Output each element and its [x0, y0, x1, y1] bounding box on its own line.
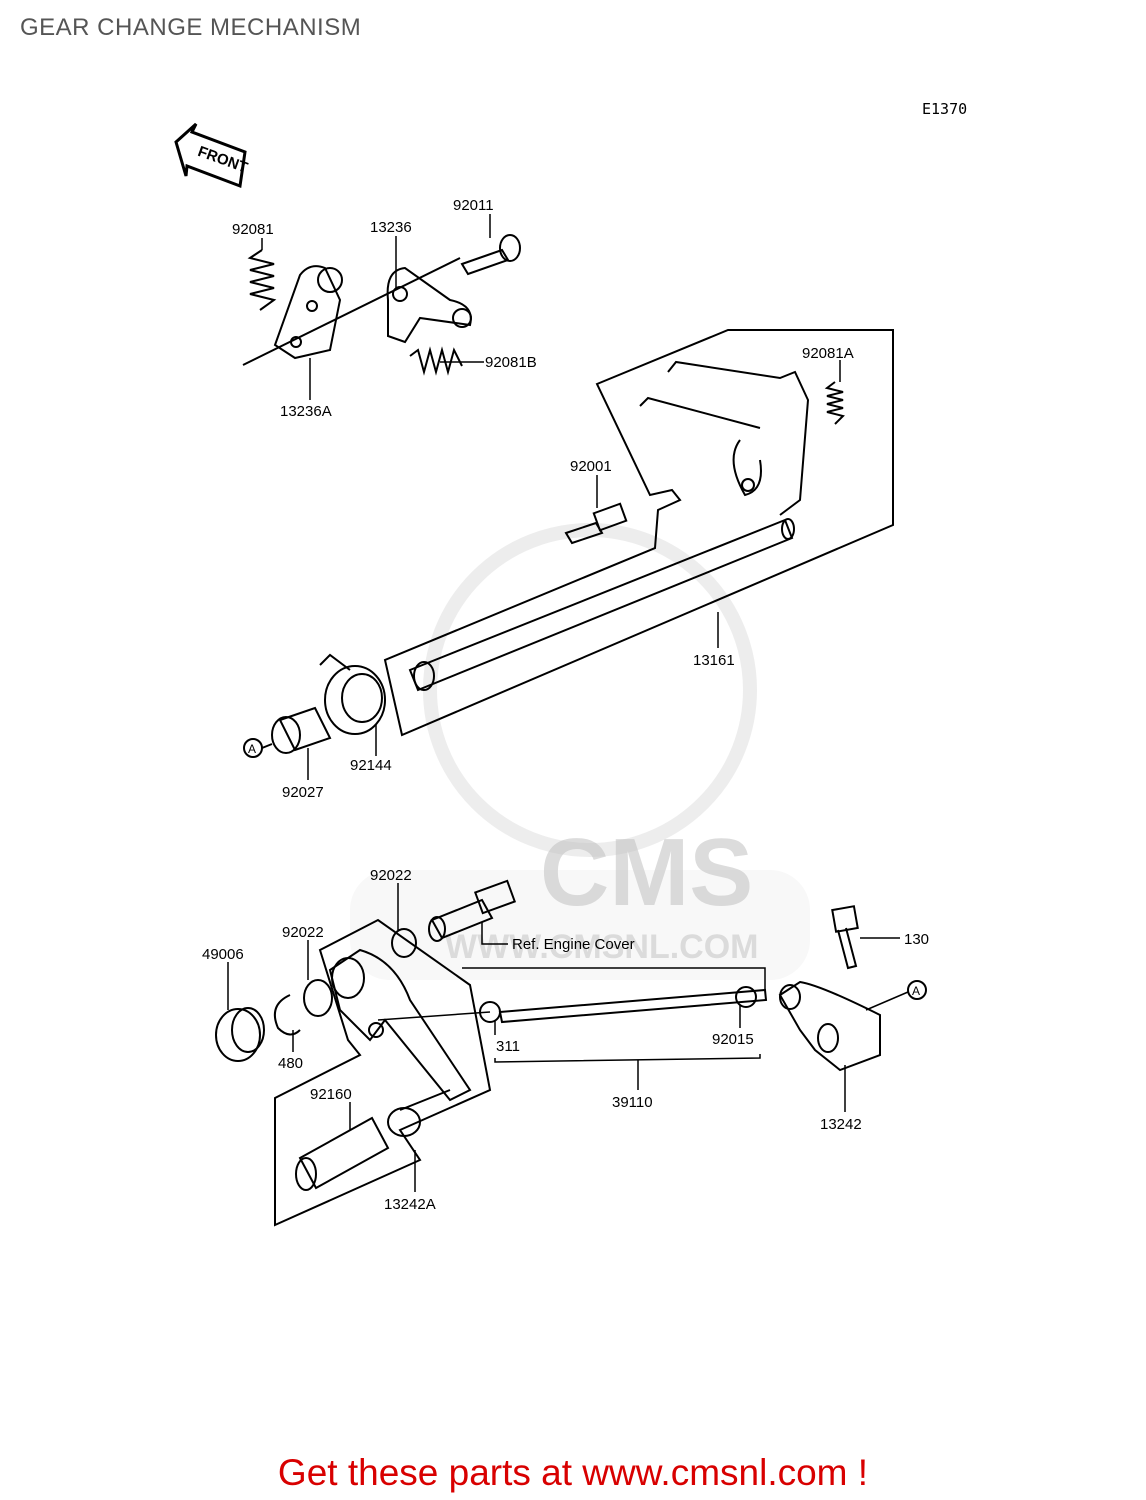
marker-a-right: [907, 980, 927, 1000]
label-39110: 39110: [612, 1094, 653, 1111]
label-92160: 92160: [310, 1086, 352, 1103]
spring-92081A-icon: [824, 381, 845, 425]
plate-13236A-icon: [273, 265, 343, 360]
pivot-bolt-icon: [428, 879, 517, 942]
shift-arm-13161-icon: [639, 360, 810, 516]
washer-92022-left-icon: [303, 979, 333, 1017]
label-13242: 13242: [820, 1116, 862, 1133]
marker-a-left-label: A: [248, 742, 256, 756]
label-13161: 13161: [693, 652, 735, 669]
spring-92144-icon: [319, 653, 386, 735]
washer-92022-top-icon: [391, 928, 417, 958]
label-311: 311: [496, 1038, 520, 1055]
front-arrow-icon: FRONT: [174, 122, 250, 189]
bolt-92011-icon: [460, 234, 521, 276]
label-92011: 92011: [453, 197, 494, 214]
tie-rod-39110-icon: [479, 986, 768, 1024]
rubber-92160-icon: [295, 1116, 390, 1191]
label-13236: 13236: [370, 219, 412, 236]
page-title: GEAR CHANGE MECHANISM: [20, 14, 362, 41]
label-92027: 92027: [282, 784, 324, 801]
label-92144: 92144: [350, 757, 392, 774]
ref-engine-cover: Ref. Engine Cover: [512, 936, 635, 953]
parts-diagram: CMS WWW.CMSNL.COM E1370 FRONT: [174, 100, 967, 1227]
label-92081A: 92081A: [802, 345, 854, 362]
diagram-code: E1370: [922, 100, 967, 118]
watermark-brand: CMS: [540, 819, 753, 926]
lever-13242-icon: [778, 980, 881, 1072]
label-92001: 92001: [570, 458, 612, 475]
footer-link[interactable]: Get these parts at www.cmsnl.com !: [277, 1452, 869, 1493]
pedal-assembly-outline: [274, 918, 492, 1227]
label-92022-top: 92022: [370, 867, 412, 884]
label-92022-left: 92022: [282, 924, 324, 941]
label-92015: 92015: [712, 1031, 754, 1048]
watermark: [350, 523, 810, 980]
spring-92081B-icon: [409, 346, 463, 376]
label-49006: 49006: [202, 946, 244, 963]
circlip-480-icon: [274, 994, 301, 1036]
shift-shaft-outline: [383, 329, 894, 737]
leader-lines: [227, 214, 909, 1192]
cap-49006-icon: [215, 1007, 265, 1062]
spring-92081-icon: [247, 249, 277, 311]
stopper-92001-icon: [564, 502, 628, 545]
axis-line: [242, 257, 461, 366]
label-130: 130: [904, 931, 929, 948]
plate-13236-icon: [386, 266, 472, 344]
label-13236A: 13236A: [280, 403, 332, 420]
label-480: 480: [278, 1055, 303, 1072]
shift-shaft-icon: [408, 518, 795, 692]
watermark-url: WWW.CMSNL.COM: [445, 928, 759, 966]
label-92081: 92081: [232, 221, 274, 238]
marker-a-right-label: A: [912, 984, 920, 998]
label-13242A: 13242A: [384, 1196, 436, 1213]
collar-92027-icon: [271, 706, 332, 754]
label-92081B: 92081B: [485, 354, 537, 371]
bolt-130-icon: [831, 905, 859, 970]
